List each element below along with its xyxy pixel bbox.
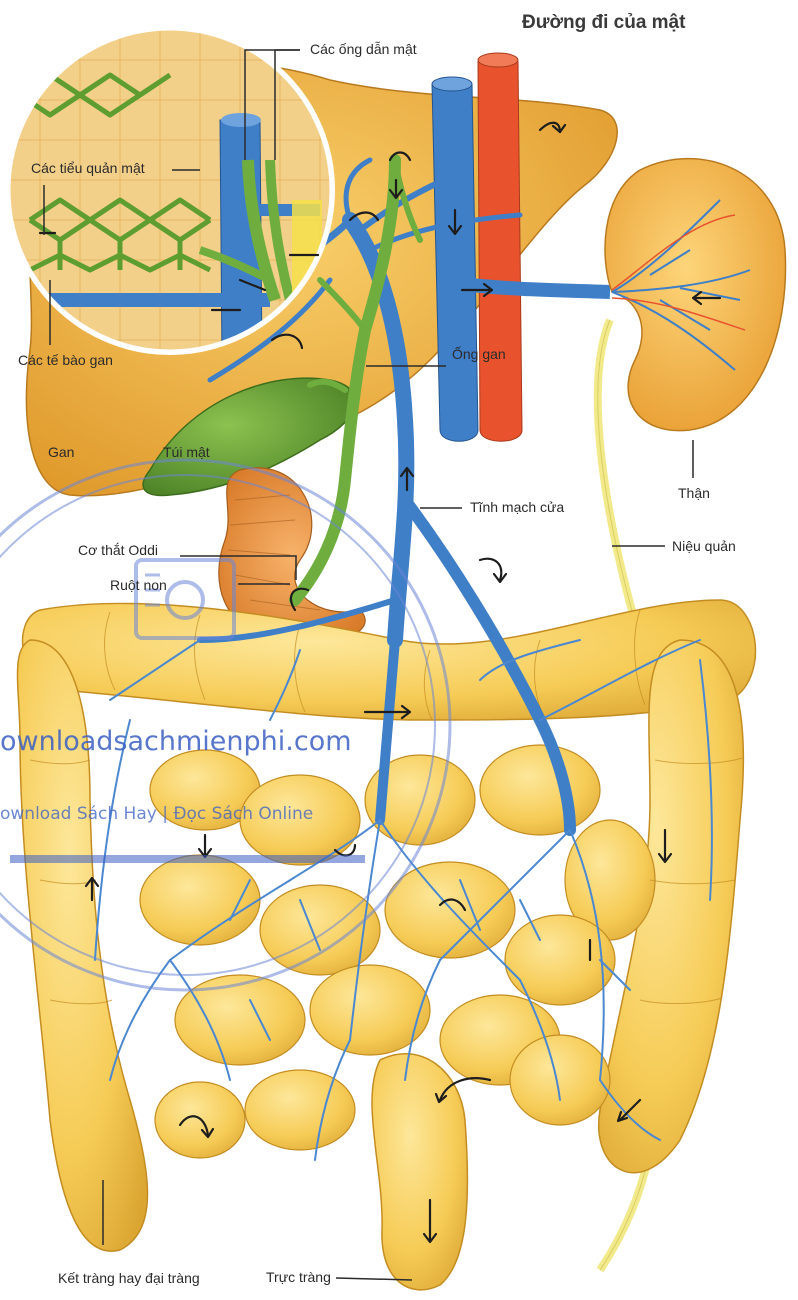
label-colon: Kết tràng hay đại tràng xyxy=(58,1271,200,1285)
label-small-intestine: Ruột non xyxy=(110,578,167,592)
label-hepatic-duct: Ống gan xyxy=(452,347,506,361)
label-portal-vein: Tĩnh mạch cửa xyxy=(470,500,564,514)
label-gallbladder: Túi mật xyxy=(163,445,210,459)
label-ureter: Niệu quản xyxy=(672,539,736,553)
aorta xyxy=(478,53,522,441)
label-bile-canaliculi: Các tiểu quản mật xyxy=(31,161,145,175)
label-sphincter-oddi: Cơ thắt Oddi xyxy=(78,543,158,557)
label-liver-cells: Các tế bào gan xyxy=(18,353,113,367)
label-rectum: Trực tràng xyxy=(266,1270,331,1284)
kidney xyxy=(605,159,786,431)
label-kidney: Thận xyxy=(678,486,710,500)
diagram-title: Đường đi của mật xyxy=(522,12,685,34)
watermark-site: ownloadsachmienphi.com xyxy=(0,726,352,757)
label-bile-ducts: Các ống dẫn mật xyxy=(310,42,417,56)
label-liver: Gan xyxy=(48,445,74,459)
watermark-tagline: ownload Sách Hay | Đọc Sách Online xyxy=(0,804,313,824)
